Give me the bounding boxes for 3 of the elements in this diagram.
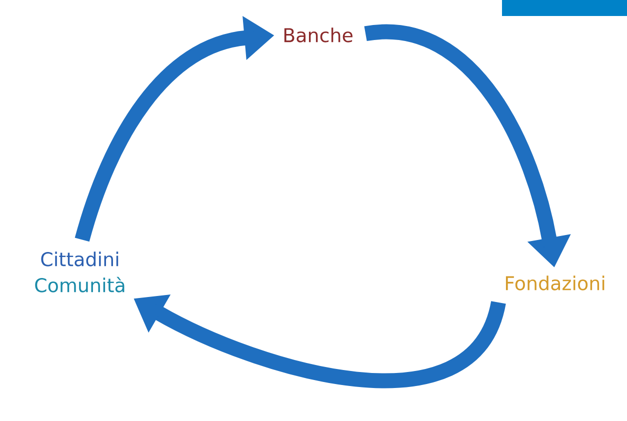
node-label: Banche [284,28,352,42]
node-label: Cittadini Comunità [35,252,124,292]
node-label: Fondazioni [506,276,604,290]
